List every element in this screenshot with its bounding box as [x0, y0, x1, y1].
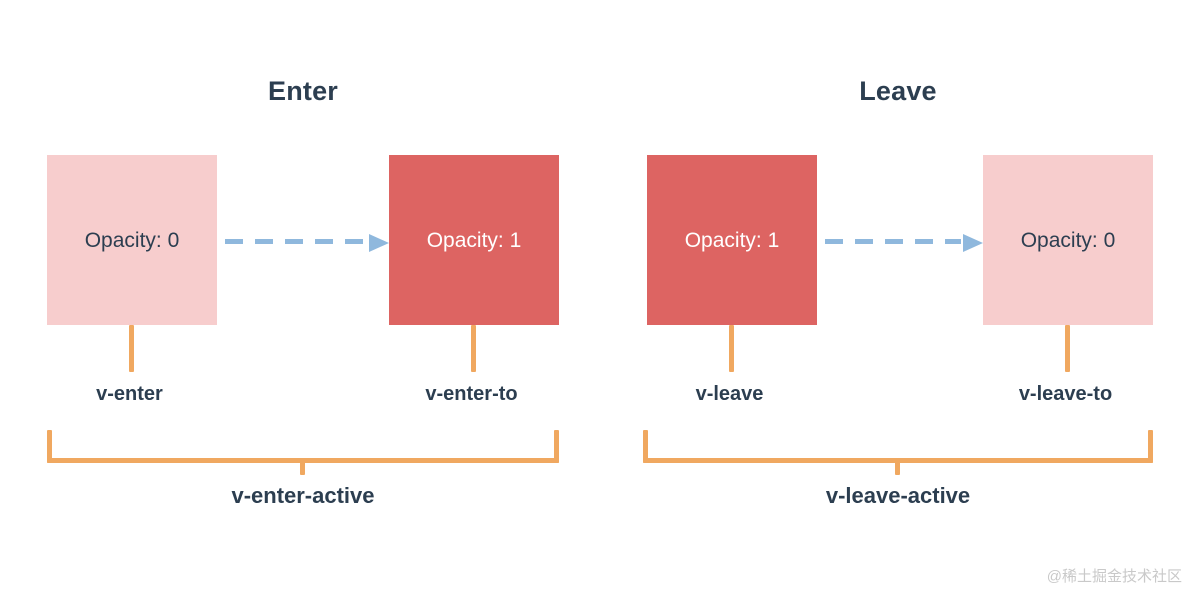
arrow-head-icon	[369, 234, 389, 252]
state-box-v-enter-to: Opacity: 1	[389, 155, 559, 325]
state-label-v-enter: v-enter	[96, 383, 163, 405]
state-box-text: Opacity: 1	[426, 228, 522, 252]
dashed-arrow-right-icon	[825, 239, 961, 244]
connector-tick-v-enter	[129, 325, 134, 372]
watermark: @稀土掘金技术社区	[1046, 568, 1182, 585]
active-label-v-leave-active: v-leave-active	[825, 483, 971, 508]
bracket-stub	[300, 458, 305, 475]
bracket-stub	[895, 458, 900, 475]
state-box-v-leave: Opacity: 1	[647, 155, 817, 325]
state-label-v-leave-to: v-leave-to	[1018, 383, 1113, 405]
bracket-cap-left	[47, 430, 52, 463]
arrow-head-icon	[963, 234, 983, 252]
section-title-leave: Leave	[859, 76, 937, 106]
active-label-v-enter-active: v-enter-active	[231, 483, 375, 508]
section-title-enter: Enter	[267, 76, 339, 106]
state-box-v-enter: Opacity: 0	[47, 155, 217, 325]
bracket-v-leave-active	[643, 430, 1153, 475]
bracket-v-enter-active	[47, 430, 559, 475]
state-label-v-enter-to: v-enter-to	[425, 383, 518, 405]
transition-arrow-leave	[825, 234, 983, 252]
connector-tick-v-leave	[729, 325, 734, 372]
state-label-v-leave: v-leave	[695, 383, 764, 405]
bracket-cap-right	[1148, 430, 1153, 463]
connector-tick-v-leave-to	[1065, 325, 1070, 372]
state-box-text: Opacity: 0	[1020, 228, 1116, 252]
state-box-text: Opacity: 0	[84, 228, 180, 252]
dashed-arrow-right-icon	[225, 239, 367, 244]
state-box-v-leave-to: Opacity: 0	[983, 155, 1153, 325]
transition-arrow-enter	[225, 234, 389, 252]
bracket-cap-left	[643, 430, 648, 463]
connector-tick-v-enter-to	[471, 325, 476, 372]
bracket-cap-right	[554, 430, 559, 463]
state-box-text: Opacity: 1	[684, 228, 780, 252]
